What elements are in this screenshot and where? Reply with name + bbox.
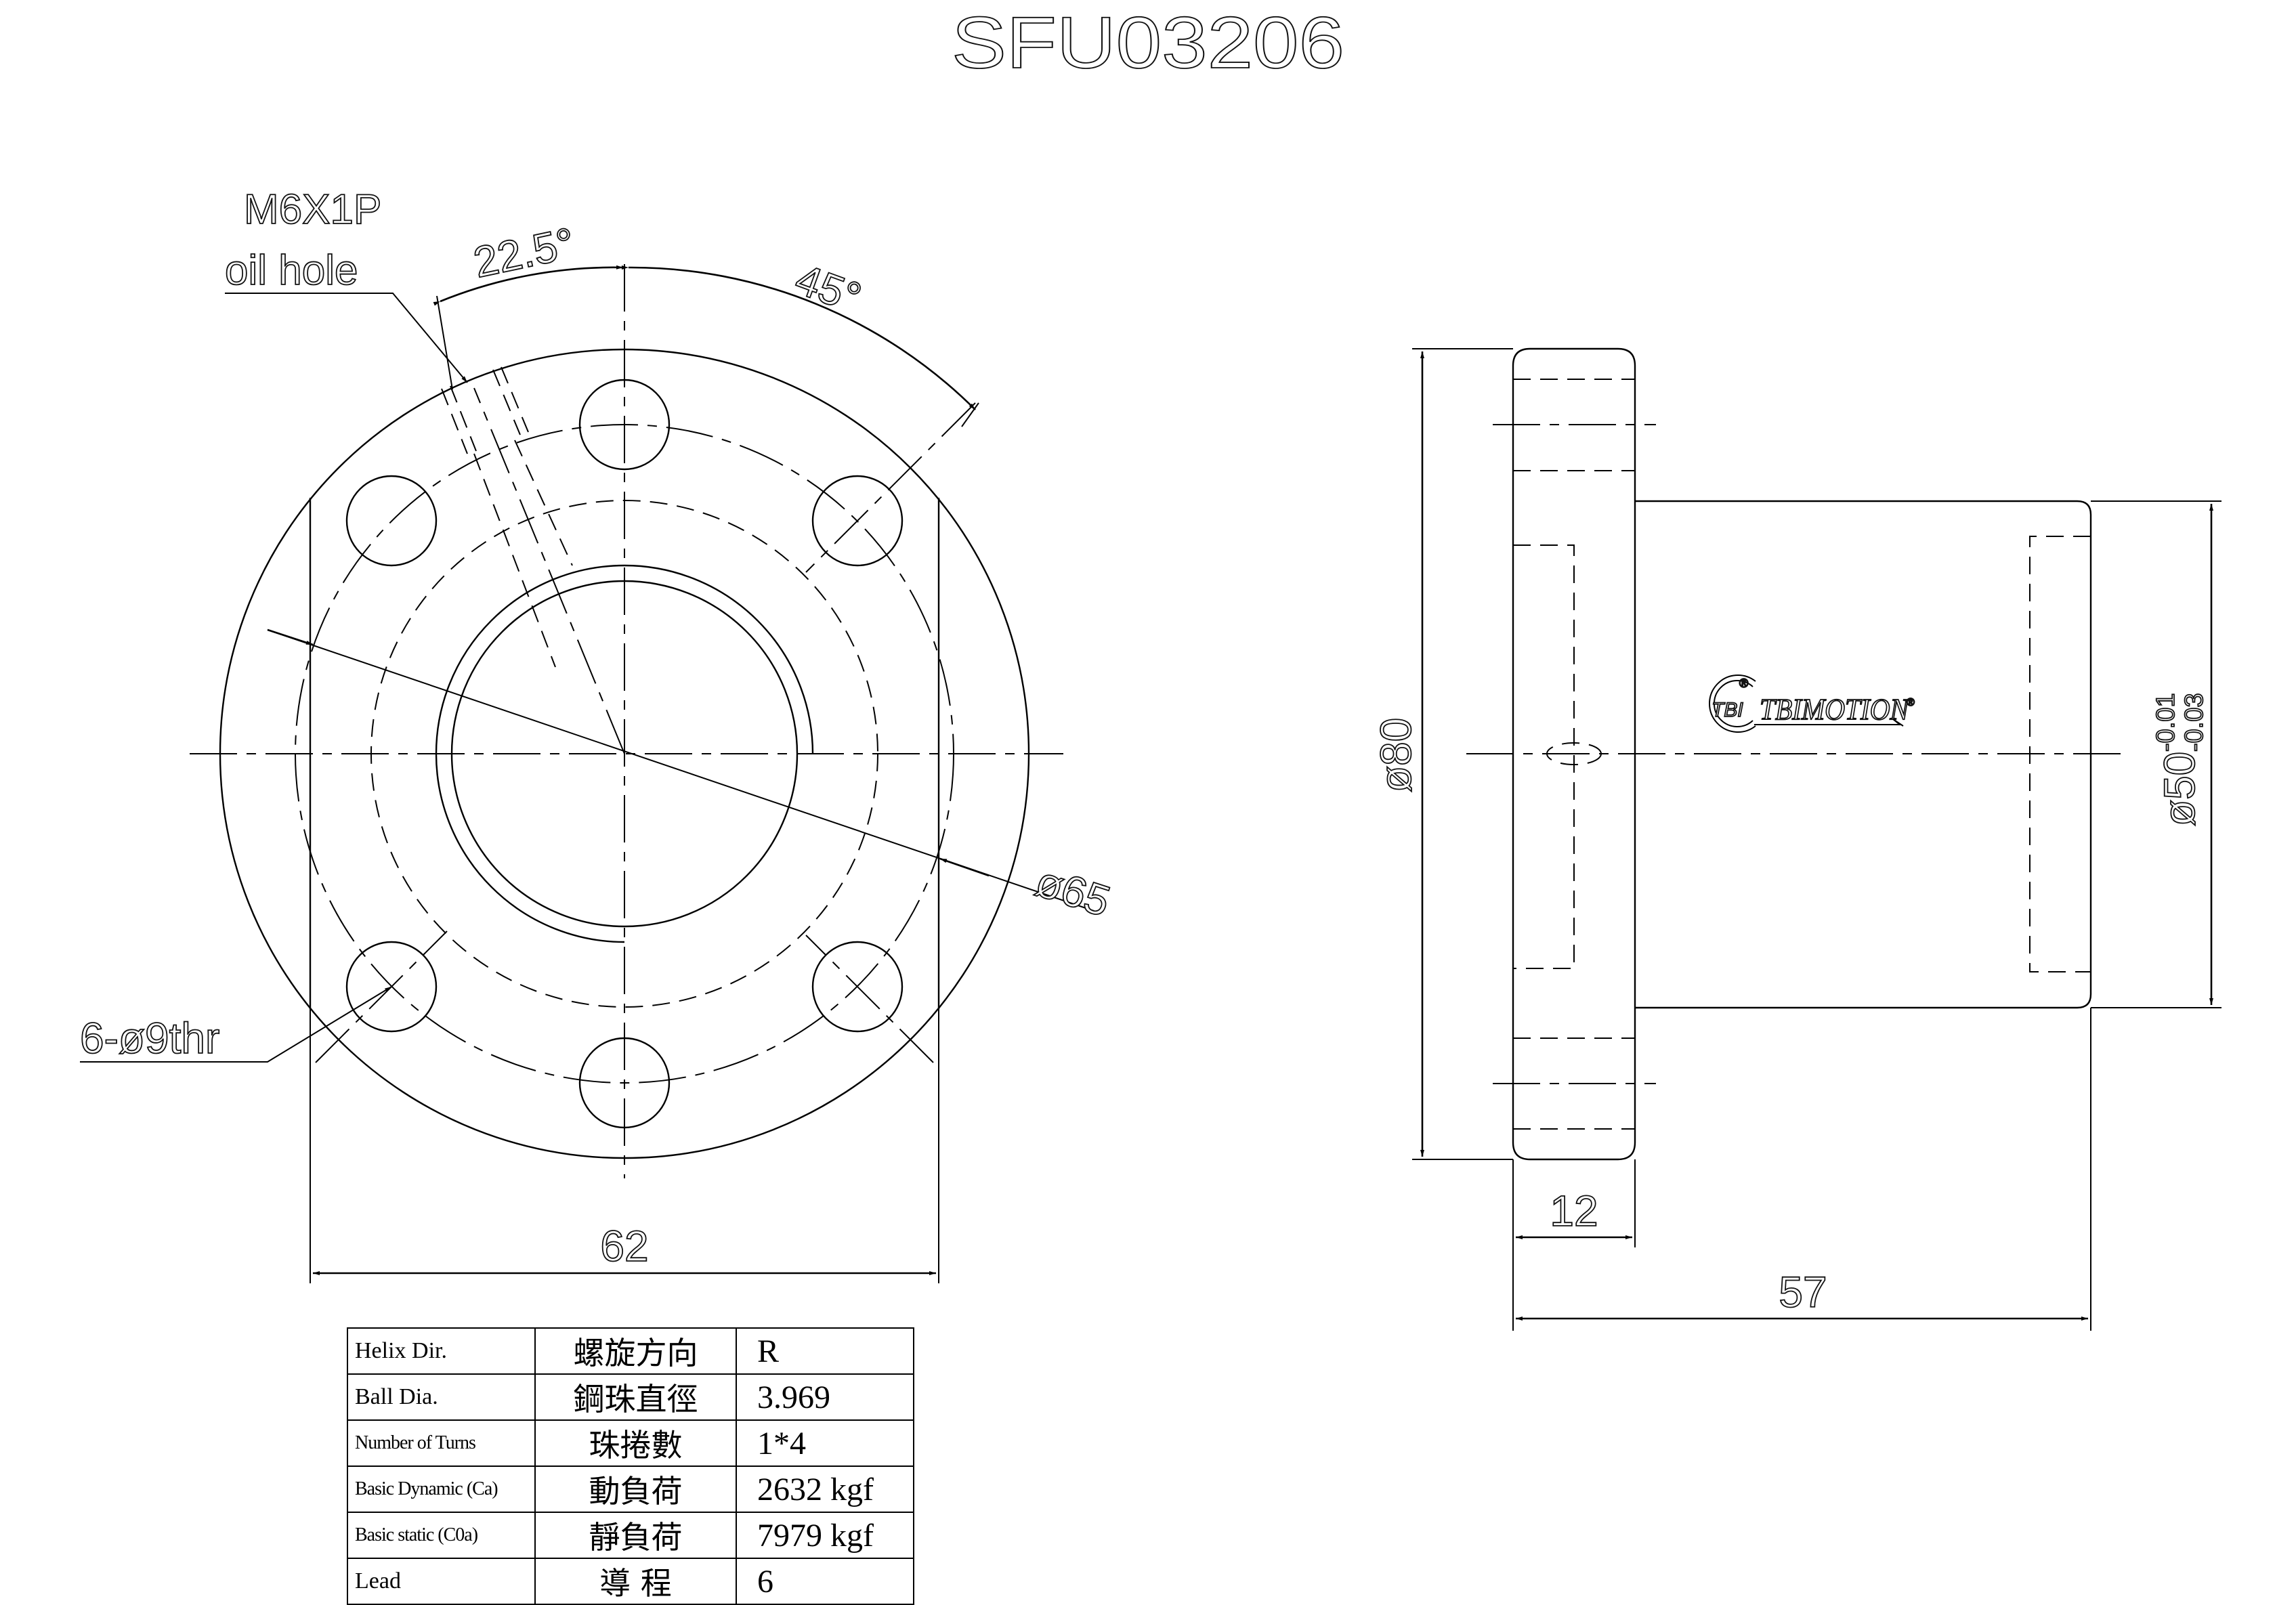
spec-label-en: Helix Dir. (347, 1327, 536, 1375)
flange-dia-label: ø80 (1372, 718, 1420, 792)
front-view: 22.5° 45° M6X1P oil hole ø65 6-ø9thr (79, 186, 1117, 1283)
spec-label-en: Basic static (C0a) (347, 1512, 536, 1559)
bolt-hole-bottom-right (811, 941, 903, 1033)
body-hidden-circle (370, 500, 878, 1008)
overall-length-dimension: 57 (1516, 1008, 2091, 1331)
spec-value: R (736, 1327, 914, 1375)
bore-circle (450, 580, 799, 928)
spec-label-zh: 螺旋方向 (534, 1327, 737, 1375)
bolt-hole-bottom (578, 1037, 671, 1129)
flange-thickness-dimension: 12 (1512, 1159, 1636, 1331)
table-row: Basic Dynamic (Ca) 動負荷 2632 kgf (347, 1465, 914, 1513)
boss-arc (435, 564, 814, 943)
flange-outline (1512, 347, 1636, 1161)
flat-width-label: 62 (600, 1222, 648, 1270)
table-row: Ball Dia. 鋼珠直徑 3.969 (347, 1373, 914, 1421)
spec-label-en: Ball Dia. (347, 1373, 536, 1421)
angle-dimensions: 22.5° 45° (433, 217, 979, 427)
oil-hole (441, 366, 625, 754)
body-dia-tol-upper: -0.01 (2152, 693, 2180, 752)
table-row: Number of Turns 珠捲數 1*4 (347, 1419, 914, 1467)
logo-text-registered: ® (1907, 697, 1915, 708)
bolt-circle-dia-label: ø65 (1030, 857, 1116, 926)
oil-hole-thread-label: M6X1P (244, 186, 381, 233)
angle-oil-hole-label: 22.5° (469, 218, 579, 287)
spec-label-zh: 珠捲數 (534, 1419, 737, 1467)
flat-width-dimension: 62 (310, 1009, 939, 1283)
logo-mark: TBI (1712, 699, 1743, 721)
bolt-circle-dimension: ø65 (267, 628, 1117, 926)
bolt-hole-callout: 6-ø9thr (79, 986, 392, 1063)
bolt-holes-label: 6-ø9thr (80, 1014, 219, 1063)
spec-table: Helix Dir. 螺旋方向 R Ball Dia. 鋼珠直徑 3.969 N… (347, 1327, 914, 1605)
side-view: TBI ® TBIMOTION ® ø80 ø50 -0.01 -0.03 (1371, 347, 2221, 1331)
body-dia-tol-lower: -0.03 (2180, 693, 2209, 752)
spec-value: 2632 kgf (736, 1465, 914, 1513)
angle-bolt-spacing-label: 45° (789, 254, 868, 322)
tbi-logo: TBI ® TBIMOTION ® (1709, 675, 1915, 733)
overall-length-label: 57 (1779, 1268, 1827, 1317)
oil-hole-label: oil hole (225, 247, 358, 294)
body-outline (1635, 500, 2092, 1009)
table-row: Basic static (C0a) 靜負荷 7979 kgf (347, 1512, 914, 1559)
spec-label-zh: 鋼珠直徑 (534, 1373, 737, 1421)
body-dia-dimension: ø50 -0.01 -0.03 (2091, 500, 2221, 1008)
spec-label-en: Number of Turns (347, 1419, 536, 1467)
spec-value: 1*4 (736, 1419, 914, 1467)
oil-hole-callout: M6X1P oil hole (224, 186, 468, 383)
spec-value: 7979 kgf (736, 1512, 914, 1559)
flange-thickness-label: 12 (1550, 1186, 1598, 1235)
spec-value: 6 (736, 1558, 914, 1605)
flange-dia-dimension: ø80 (1371, 348, 1513, 1160)
spec-label-zh: 動負荷 (534, 1465, 737, 1513)
spec-label-en: Basic Dynamic (Ca) (347, 1465, 536, 1513)
bolt-hole-bottom-left (345, 941, 438, 1033)
body-dia-label: ø50 (2155, 752, 2204, 826)
table-row: Helix Dir. 螺旋方向 R (347, 1327, 914, 1375)
drawing-title: SFU03206 (952, 1, 1344, 83)
logo-registered: ® (1739, 677, 1748, 690)
logo-text: TBIMOTION (1760, 693, 1910, 726)
bolt-hole-top-right (811, 475, 903, 567)
spec-label-en: Lead (347, 1558, 536, 1605)
bolt-hole-top-left (345, 475, 438, 567)
spec-label-zh: 導 程 (534, 1558, 737, 1605)
table-row: Lead 導 程 6 (347, 1558, 914, 1605)
spec-label-zh: 靜負荷 (534, 1512, 737, 1559)
spec-value: 3.969 (736, 1373, 914, 1421)
bolt-pitch-circle (295, 424, 954, 1084)
